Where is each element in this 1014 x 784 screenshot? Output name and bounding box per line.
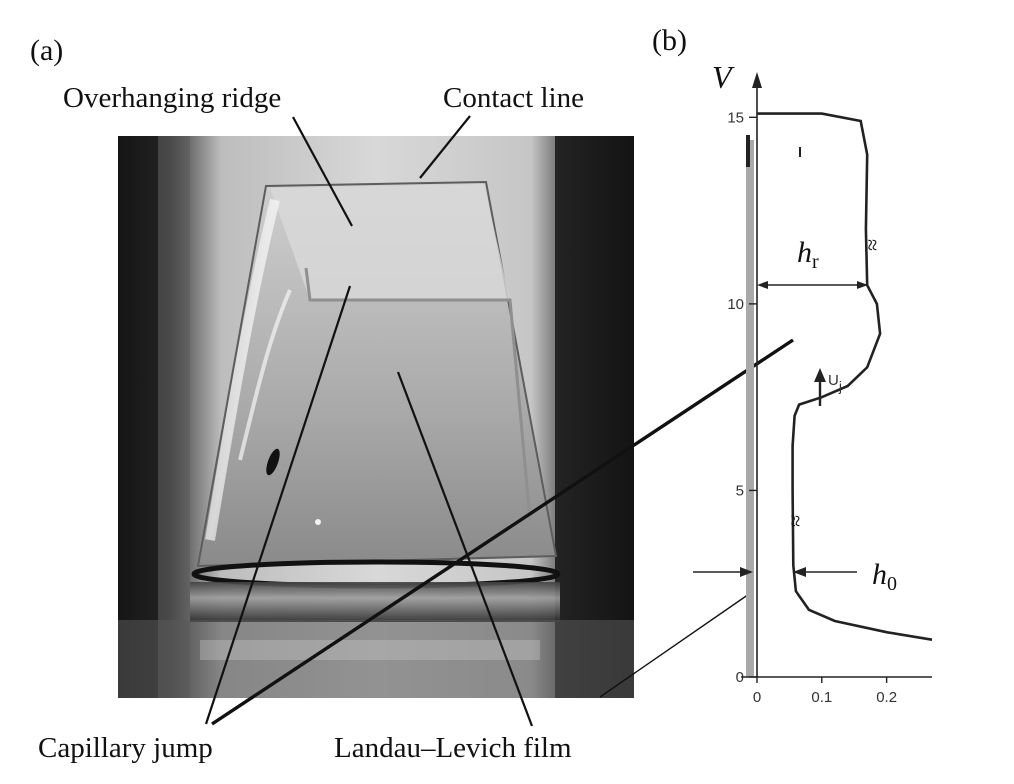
y-tick-label: 15 <box>727 109 744 126</box>
y-tick-label: 0 <box>736 669 744 686</box>
wall-band <box>746 140 754 677</box>
hr-dimension-arrow <box>757 281 868 289</box>
leader-landau-levich <box>396 371 534 727</box>
axis-ticks: 0 5 10 15 0 0.1 0.2 <box>727 109 897 706</box>
break-mark-lower: ≈ <box>783 515 808 527</box>
h0-label: h0 <box>872 558 897 595</box>
experiment-photo <box>118 136 634 698</box>
wall-top-marker <box>746 135 750 167</box>
x-tick-label: 0 <box>753 689 761 706</box>
x-tick-label: 0.2 <box>876 689 897 706</box>
uj-velocity-arrow <box>814 368 826 406</box>
leader-film-to-plot <box>599 591 753 698</box>
y-tick-label: 10 <box>727 296 744 313</box>
leader-capillary-jump-b <box>211 338 794 726</box>
ridge-region <box>270 184 510 300</box>
break-mark-upper: ≈ <box>860 239 885 251</box>
y-axis-symbol: V <box>712 59 735 95</box>
leader-contact-line <box>419 115 471 179</box>
y-tick-label: 5 <box>736 482 744 499</box>
label-overhanging-ridge: Overhanging ridge <box>63 82 281 114</box>
annotation-leaders <box>204 115 794 727</box>
label-capillary-jump: Capillary jump <box>38 732 213 764</box>
leader-capillary-jump-a <box>204 285 352 725</box>
leader-overhanging-ridge <box>292 116 353 227</box>
label-contact-line: Contact line <box>443 82 584 114</box>
hr-label: hr <box>797 236 819 273</box>
panel-a-tag: (a) <box>30 34 63 67</box>
profile-plot: 0 5 10 15 0 0.1 0.2 ≈ ≈ hr Uj h0 V <box>693 59 933 706</box>
h0-dimension-arrows <box>693 567 857 577</box>
film-profile-curve <box>757 112 933 641</box>
uj-label: Uj <box>828 372 842 394</box>
panel-b-tag: (b) <box>652 24 687 57</box>
x-tick-label: 0.1 <box>811 689 832 706</box>
y-axis-arrow <box>752 72 762 88</box>
label-landau-levich-film: Landau–Levich film <box>334 732 572 764</box>
jump-front <box>304 267 532 521</box>
